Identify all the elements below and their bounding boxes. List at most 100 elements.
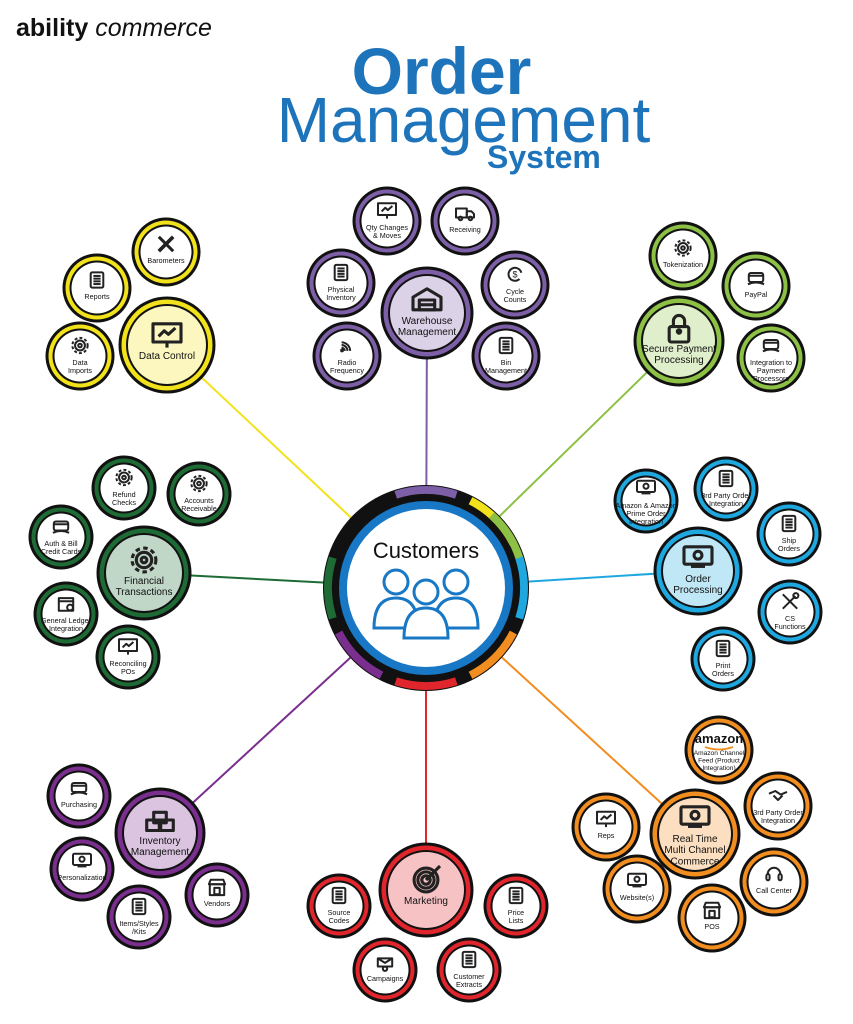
gears-icon — [190, 474, 208, 493]
satellite-label-line: Inventory — [326, 293, 356, 302]
satellite-label-line: Vendors — [204, 899, 231, 908]
satellite-label-line: Management — [485, 366, 527, 375]
monitor-gear-icon — [682, 545, 714, 568]
board-chart-icon — [377, 202, 397, 219]
satellite-label: Purchasing — [61, 800, 97, 809]
satellite-label-line: Call Center — [756, 886, 793, 895]
satellite-label-line: Counts — [504, 295, 527, 304]
hub-arc-marketing — [394, 677, 458, 690]
satellite-label-line: General Ledger — [41, 616, 92, 625]
website-icon — [627, 872, 647, 888]
satellite-label: PayPal — [745, 290, 768, 299]
satellite-label-line: Price — [508, 908, 524, 917]
satellite-label-line: Orders — [778, 544, 800, 553]
email-megaphone-icon — [376, 957, 394, 972]
presenter-icon — [596, 810, 616, 828]
group-label-line: Financial — [124, 576, 164, 587]
warehouse-icon — [411, 287, 443, 312]
title-line-2: Management — [276, 84, 651, 156]
group-inventory-management: PurchasingPersonalizationItems/Styles/Ki… — [46, 763, 250, 950]
finance-gear-icon — [130, 546, 158, 574]
satellite-label-line: Ship — [782, 536, 796, 545]
satellite-label-line: POs — [121, 667, 135, 676]
browser-window-icon — [718, 469, 734, 488]
hub-arc-order-processing — [515, 556, 528, 620]
brand-logo: ability commerce — [16, 14, 212, 43]
satellite-secure-payment-0: Tokenization — [648, 221, 718, 291]
satellite-label-line: CS — [785, 614, 795, 623]
monitor-arrows-icon — [679, 805, 711, 828]
group-label-line: Marketing — [404, 896, 448, 907]
title-line-1: Order — [351, 34, 532, 108]
brand-italic: commerce — [95, 14, 212, 42]
group-label-line: Inventory — [139, 836, 180, 847]
gear-dollar-icon — [674, 239, 692, 257]
satellite-label-line: Prime Order — [626, 509, 666, 518]
satellite-label-line: Customer — [453, 972, 485, 981]
satellite-real-time-commerce-3: POS — [677, 883, 747, 953]
wallet-icon — [747, 272, 765, 286]
satellite-inventory-management-1: Personalization — [49, 836, 115, 902]
satellite-label-line: Cycle — [506, 287, 524, 296]
satellite-label-line: 3rd Party Order — [753, 808, 803, 817]
group-label-line: Management — [131, 847, 190, 858]
satellite-label: Receiving — [449, 225, 481, 234]
group-marketing: SourceCodesPriceListsCustomerExtractsCam… — [306, 842, 549, 1003]
satellite-label-line: Data — [72, 358, 87, 367]
group-label-line: Commerce — [671, 856, 720, 867]
group-label-line: Management — [398, 327, 457, 338]
satellite-label-line: Reconciling — [109, 659, 146, 668]
group-label-line: Processing — [673, 585, 722, 596]
group-hub-data-control: Data Control — [118, 296, 216, 394]
brand-bold: ability — [16, 14, 89, 42]
boxes-icon — [145, 810, 175, 833]
satellite-label-line: Integration) — [702, 765, 735, 772]
code-window-icon — [331, 886, 347, 905]
satellite-label-line: Integration to — [750, 358, 792, 367]
group-label-line: Processing — [654, 355, 703, 366]
satellite-label-line: Bin — [501, 358, 511, 367]
satellite-label-line: Amazon & Amazon — [615, 501, 676, 510]
satellite-label-line: Receiving — [449, 225, 481, 234]
satellite-label-line: Frequency — [330, 366, 364, 375]
bin-grid-icon — [498, 336, 514, 355]
group-label: Data Control — [139, 351, 195, 362]
satellite-label: POS — [704, 922, 719, 931]
group-warehouse-management: Qty Changes& MovesReceivingPhysicalInven… — [306, 186, 550, 391]
satellite-real-time-commerce-2: Call Center — [739, 847, 809, 917]
title-line-3: System — [487, 139, 601, 175]
hub-arc-warehouse-management — [394, 486, 458, 499]
